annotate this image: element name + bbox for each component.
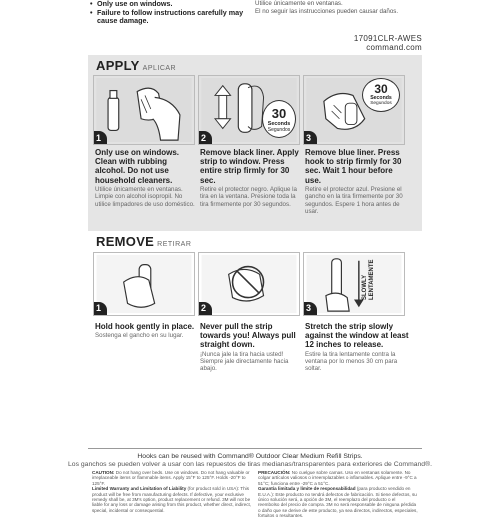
warranty-title: Limited Warranty and Limitation of Liabi… <box>92 486 187 492</box>
timer-unit-2: Seconds <box>267 121 291 127</box>
caution-text: Do not hang over beds. Use on windows. D… <box>92 470 250 486</box>
warning-spanish: Utilice únicamente en ventanas. El no se… <box>255 0 425 16</box>
slowly-label-en: SLOWLY <box>362 274 368 300</box>
remove-step-1-illustration <box>93 252 195 316</box>
precaution-title: PRECAUCIÓN: <box>258 470 291 475</box>
refill-note: Hooks can be reused with Command® Outdoo… <box>137 453 363 460</box>
product-code: 17091CLR-AWES <box>353 34 422 43</box>
remove-step-3-number: 3 <box>306 303 312 313</box>
caution-block: CAUTION: Do not hang over beds. Use on w… <box>92 470 252 513</box>
remove-step-1-text: Hold hook gently in place. Sostenga el g… <box>95 322 199 340</box>
apply-step-2-es: Retire el protector negro. Aplique la ti… <box>200 185 297 208</box>
remove-step-2-es: ¡Nunca jale la tira hacia usted! Siempre… <box>200 350 289 373</box>
remove-step-3-text: Stretch the strip slowly against the win… <box>305 322 409 373</box>
website: command.com <box>366 43 422 52</box>
apply-step-1-text: Only use on windows. Clean with rubbing … <box>95 148 199 208</box>
warning-bullet-1: Only use on windows. <box>90 0 250 9</box>
apply-subtitle: APLICAR <box>142 65 177 72</box>
footer-divider <box>88 448 422 449</box>
timer-value-3: 30 <box>374 82 388 96</box>
timer-unit-3: Seconds <box>370 95 392 101</box>
apply-step-2-number: 2 <box>201 133 207 143</box>
apply-step-2-en: Remove black liner. Apply strip to windo… <box>200 148 299 185</box>
apply-step-1-illustration <box>93 75 195 145</box>
timer-badge-3: 30 Seconds Segundos <box>362 78 400 112</box>
hold-hook-icon <box>96 254 192 314</box>
apply-step-1-en: Only use on windows. Clean with rubbing … <box>95 148 180 185</box>
caution-title: CAUTION: <box>92 470 115 475</box>
slowly-label-es: LENTAMENTE <box>369 259 375 300</box>
wipe-window-icon <box>96 77 192 143</box>
timer-badge-2: 30 Seconds Segundos <box>262 100 296 138</box>
remove-step-2-number: 2 <box>201 303 207 313</box>
remove-step-3-en: Stretch the strip slowly against the win… <box>305 322 409 350</box>
remove-step-1-es: Sostenga el gancho en su lugar. <box>95 332 184 340</box>
apply-step-3-en: Remove blue liner. Press hook to strip f… <box>305 148 402 185</box>
warning-spanish-line-2: El no seguir las instrucciones pueden ca… <box>255 7 399 15</box>
remove-step-1-en: Hold hook gently in place. <box>95 322 195 331</box>
remove-step-1-number: 1 <box>96 303 102 313</box>
no-pull-icon <box>201 254 297 314</box>
apply-step-3-text: Remove blue liner. Press hook to strip f… <box>305 148 409 215</box>
warranty-text: (for product sold in USA): This product … <box>92 486 252 513</box>
garantia-text: (para producto vendido en E.U.A.): Este … <box>258 486 418 519</box>
remove-subtitle: RETIRAR <box>157 241 192 248</box>
apply-step-3-number: 3 <box>306 133 312 143</box>
garantia-title: Garantía limitada y límite de responsabi… <box>258 486 356 492</box>
warning-bullet-2: Failure to follow instructions carefully… <box>90 8 250 26</box>
warning-spanish-line-1: Utilice únicamente en ventanas. <box>255 0 343 7</box>
apply-step-1-es: Utilice únicamente en ventanas. Limpie c… <box>95 185 195 208</box>
timer-unit-es-3: Segundos <box>370 101 392 106</box>
remove-step-3-illustration <box>303 252 405 316</box>
remove-step-2-illustration <box>198 252 300 316</box>
stretch-strip-icon <box>306 254 402 314</box>
timer-unit-es-2: Segundos <box>267 127 291 133</box>
refill-note-es: Los ganchos se pueden volver a usar con … <box>68 461 432 468</box>
warning-bullets: Only use on windows. Failure to follow i… <box>90 0 250 26</box>
timer-value-2: 30 <box>271 106 287 121</box>
slowly-label: SLOWLY LENTAMENTE <box>362 250 376 300</box>
precaution-block: PRECAUCIÓN: No cuelgue sobre camas. Uso … <box>258 470 418 519</box>
apply-step-1-number: 1 <box>96 133 102 143</box>
product-code-block: 17091CLR-AWES command.com <box>354 34 422 52</box>
remove-step-2-en: Never pull the strip towards you! Always… <box>200 322 296 350</box>
apply-step-2-text: Remove black liner. Apply strip to windo… <box>200 148 304 208</box>
apply-title: APPLY <box>96 58 140 73</box>
remove-step-2-text: Never pull the strip towards you! Always… <box>200 322 304 373</box>
remove-title: REMOVE <box>96 234 155 249</box>
top-warning-area: Only use on windows. Failure to follow i… <box>0 0 500 60</box>
remove-step-3-es: Estire la tira lentamente contra la vent… <box>305 350 398 373</box>
apply-step-3-es: Retire el protector azul. Presione el ga… <box>305 185 403 216</box>
precaution-text: No cuelgue sobre camas. Uso en ventanas … <box>258 470 417 486</box>
